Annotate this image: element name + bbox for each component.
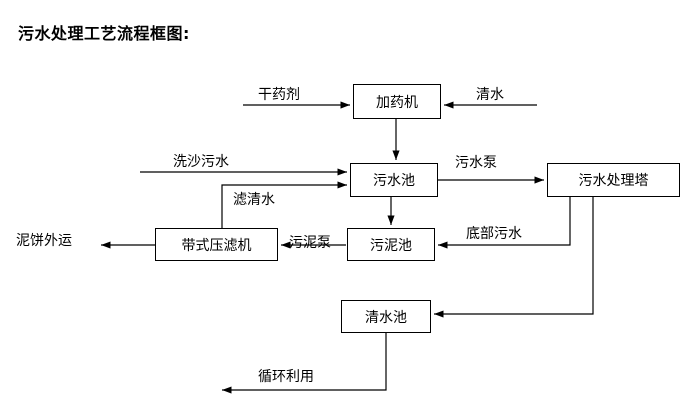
node-clean-water-pool[interactable]: 清水池 — [341, 300, 431, 333]
edge-label-bottom-sewage: 底部污水 — [466, 226, 522, 242]
node-sewage-pool[interactable]: 污水池 — [350, 163, 438, 197]
node-sludge-pool[interactable]: 污泥池 — [347, 228, 435, 261]
node-label: 污泥池 — [370, 237, 412, 254]
edge-tower-to-clean — [434, 197, 594, 318]
node-label: 带式压滤机 — [181, 237, 252, 254]
page-title: 污水处理工艺流程框图: — [18, 24, 190, 43]
edge-label-filtered-water: 滤清水 — [233, 192, 275, 208]
edge-clean-to-recycle — [222, 333, 387, 394]
node-belt-filter-press[interactable]: 带式压滤机 — [155, 228, 278, 261]
node-label: 污水处理塔 — [578, 173, 649, 189]
input-label-sand-wash-sewage: 洗沙污水 — [173, 154, 229, 170]
input-label-dry-agent: 干药剂 — [258, 87, 300, 103]
node-dosing-machine[interactable]: 加药机 — [353, 84, 441, 119]
output-label-mud-cake-transport: 泥饼外运 — [16, 233, 72, 249]
edge-label-sludge-pump: 污泥泵 — [289, 235, 331, 251]
node-treatment-tower[interactable]: 污水处理塔 — [547, 163, 680, 197]
input-label-clear-water: 清水 — [476, 87, 504, 103]
edge-label-sewage-pump: 污水泵 — [455, 155, 497, 171]
edge-belt-to-sewage — [221, 181, 347, 228]
edge-tower-to-sludge — [438, 197, 571, 249]
output-label-recycle-use: 循环利用 — [258, 369, 314, 385]
node-label: 污水池 — [373, 173, 415, 189]
node-label: 加药机 — [376, 94, 418, 111]
node-label: 清水池 — [365, 309, 407, 326]
